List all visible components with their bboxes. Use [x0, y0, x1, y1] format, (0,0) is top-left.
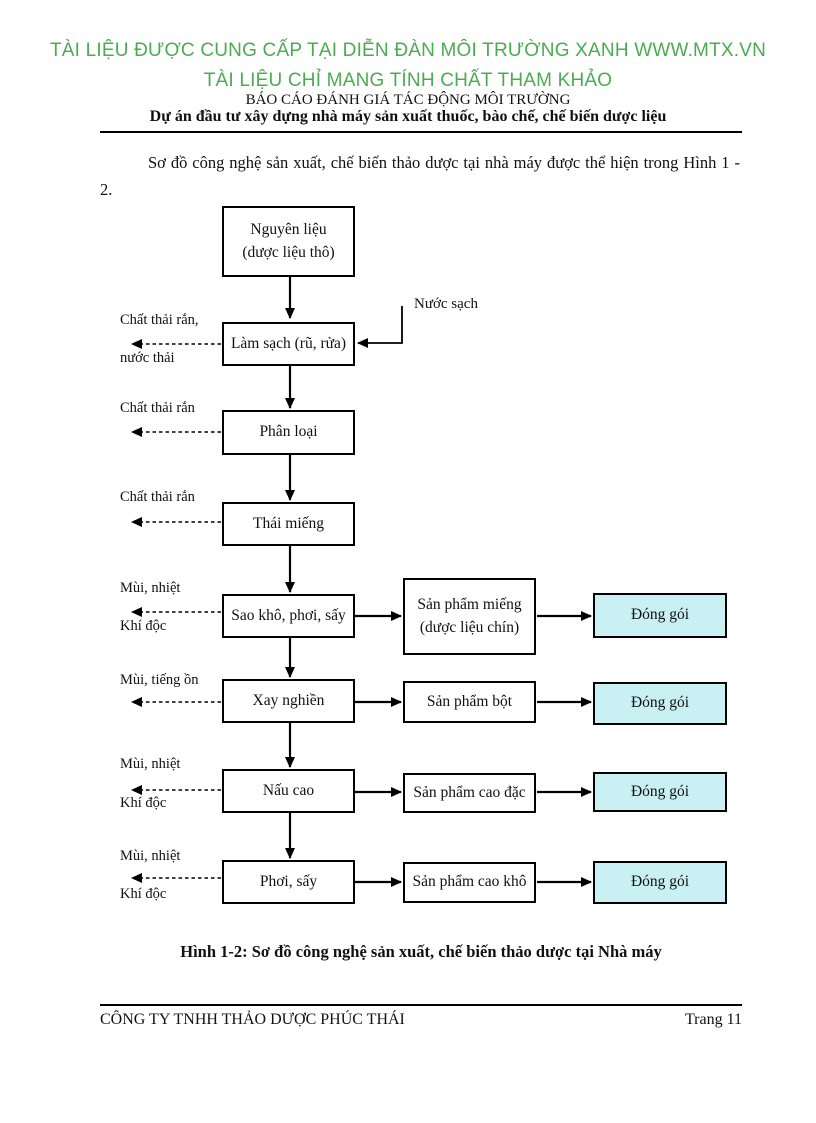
horizontal-flow-arrows	[355, 611, 592, 887]
packaging-box-label: Đóng gói	[630, 606, 690, 624]
banner-line-1: TÀI LIỆU ĐƯỢC CUNG CẤP TẠI DIỄN ĐÀN MÔI …	[49, 40, 767, 61]
footer-rule	[100, 1004, 742, 1006]
process-box-sao-kho: Sao khô, phơi, sấy	[222, 594, 355, 638]
waste-label-7-line1: Mùi, nhiệt	[120, 848, 181, 864]
waste-label-4-line1: Mùi, nhiệt	[120, 580, 181, 596]
process-box-label: Nấu cao	[262, 781, 315, 799]
waste-label-3: Chất thải rắn	[120, 489, 195, 505]
process-box-label: Phân loại	[259, 423, 318, 441]
waste-label-4-line2: Khí độc	[120, 618, 167, 634]
process-box-phan-loai: Phân loại	[222, 410, 355, 455]
packaging-box-label: Đóng gói	[630, 873, 690, 891]
intro-paragraph: Sơ đồ công nghệ sản xuất, chế biến thảo …	[100, 153, 740, 199]
process-box-label: Nguyên liệu	[250, 221, 327, 239]
waste-label-2: Chất thải rắn	[120, 400, 195, 416]
process-box-xay-nghien: Xay nghiền	[222, 679, 355, 723]
waste-label-1-line2: nước thải	[120, 350, 175, 366]
packaging-box-2: Đóng gói	[593, 682, 727, 725]
waste-label-1-line1: Chất thải rắn,	[120, 312, 199, 328]
footer-company: CÔNG TY TNHH THẢO DƯỢC PHÚC THÁI	[100, 1011, 405, 1028]
process-box-label: Sao khô, phơi, sấy	[231, 606, 346, 624]
footer-page-number: Trang 11	[684, 1011, 742, 1028]
product-box-label: Sản phẩm cao khô	[412, 873, 527, 891]
packaging-box-1: Đóng gói	[593, 593, 727, 638]
process-box-label: Làm sạch (rũ, rửa)	[230, 334, 347, 352]
clean-water-label: Nước sạch	[414, 296, 478, 312]
product-box-label: Sản phẩm bột	[426, 692, 513, 710]
waste-label-5: Mùi, tiếng ồn	[120, 672, 199, 688]
clean-water-arrow	[357, 306, 403, 348]
report-title: BÁO CÁO ĐÁNH GIÁ TÁC ĐỘNG MÔI TRƯỜNG	[245, 92, 571, 108]
waste-label-7-line2: Khí độc	[120, 886, 167, 902]
process-box-nguyen-lieu: Nguyên liệu (dược liệu thô)	[222, 206, 355, 277]
packaging-box-label: Đóng gói	[630, 694, 690, 712]
product-box-mieng: Sản phẩm miếng (dược liệu chín)	[403, 578, 536, 655]
process-box-label: Thái miếng	[252, 514, 325, 532]
product-box-cao-dac: Sản phẩm cao đặc	[403, 773, 536, 813]
waste-label-6-line1: Mùi, nhiệt	[120, 756, 181, 772]
project-title: Dự án đầu tư xây dựng nhà máy sản xuất t…	[149, 108, 667, 125]
product-box-bot: Sản phẩm bột	[403, 681, 536, 723]
process-box-label: (dược liệu thô)	[242, 243, 335, 261]
process-box-lam-sach: Làm sạch (rũ, rửa)	[222, 322, 355, 366]
process-box-thai-mieng: Thái miếng	[222, 502, 355, 546]
banner-line-2: TÀI LIỆU CHỈ MANG TÍNH CHẤT THAM KHẢO	[203, 70, 613, 91]
process-box-nau-cao: Nấu cao	[222, 769, 355, 813]
product-box-label: Sản phẩm miếng	[417, 596, 522, 614]
packaging-box-4: Đóng gói	[593, 861, 727, 904]
process-box-label: Xay nghiền	[252, 691, 325, 709]
packaging-box-3: Đóng gói	[593, 772, 727, 812]
process-box-label: Phơi, sấy	[259, 872, 318, 890]
packaging-box-label: Đóng gói	[630, 782, 690, 800]
product-box-cao-kho: Sản phẩm cao khô	[403, 862, 536, 903]
process-box-phoi-say: Phơi, sấy	[222, 860, 355, 904]
waste-label-6-line2: Khí độc	[120, 795, 167, 811]
figure-caption: Hình 1-2: Sơ đồ công nghệ sản xuất, chế …	[180, 942, 662, 961]
header-rule	[100, 131, 742, 133]
product-box-label: Sản phẩm cao đặc	[413, 783, 526, 801]
product-box-label: (dược liệu chín)	[419, 618, 520, 636]
